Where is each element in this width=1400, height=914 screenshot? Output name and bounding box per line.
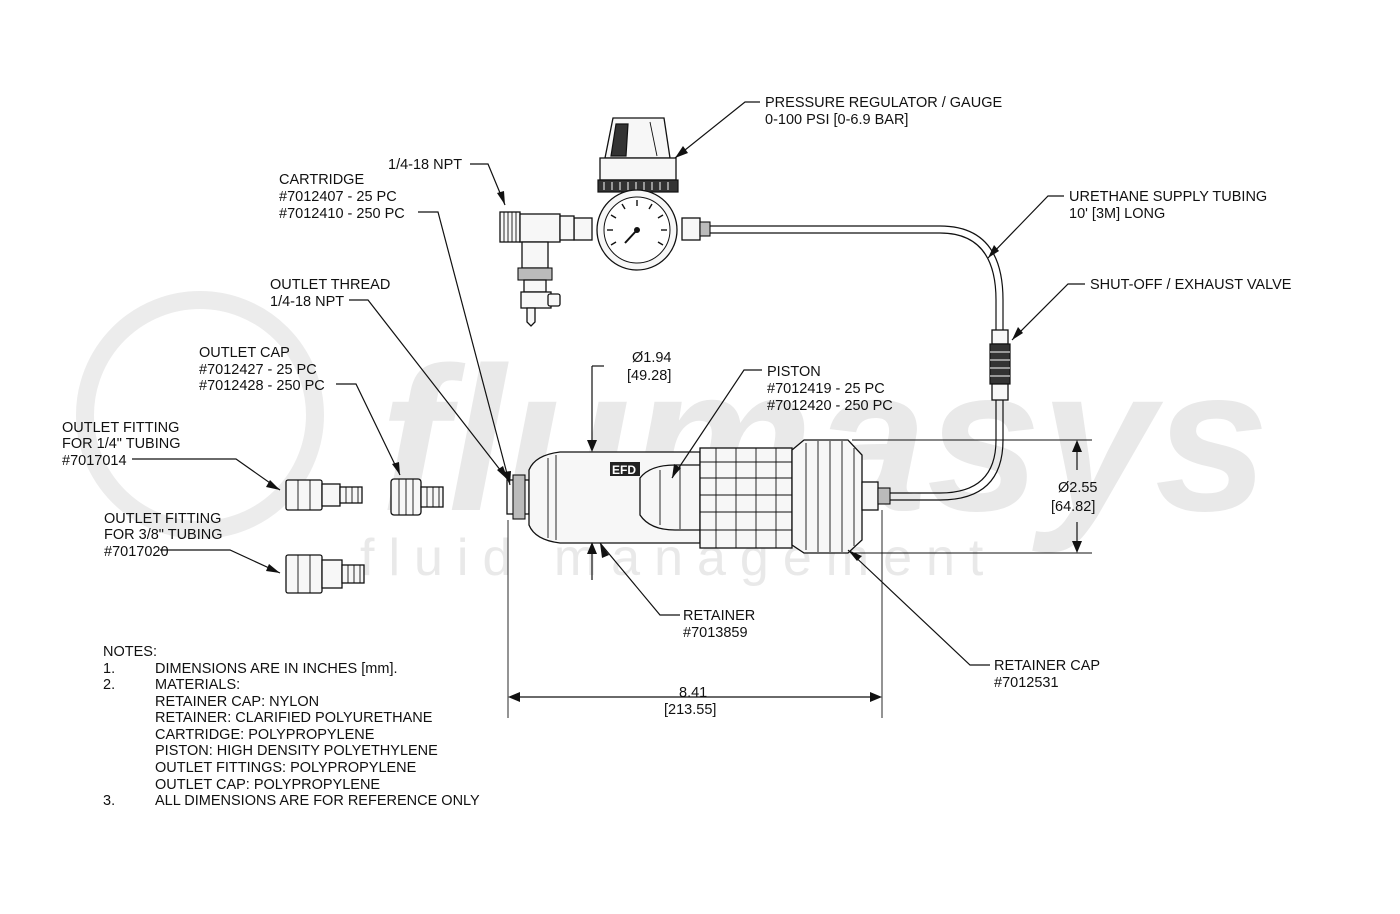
callout-fitting-quarter: OUTLET FITTING FOR 1/4" TUBING #7017014 (62, 420, 181, 469)
knob-grip-shade (610, 123, 629, 157)
note-text: MATERIALS: (155, 677, 240, 693)
npt-inlet-thread (499, 211, 521, 243)
callout-piston: PISTON #7012419 - 25 PC #7012420 - 250 P… (767, 364, 893, 414)
notes-title: NOTES: (103, 644, 157, 660)
tee-lever (520, 291, 552, 309)
urethane-supply-tubing (710, 225, 1004, 501)
label-retainer-part: #7013859 (683, 625, 748, 641)
leader-lines (132, 101, 1085, 666)
watermark: flumasys fluid management (76, 291, 1269, 587)
note-text: RETAINER CAP: NYLON (155, 694, 319, 710)
leader-arrowheads (266, 146, 1023, 573)
cartridge-ribbed-section (699, 447, 793, 549)
callout-retainer-cap: RETAINER CAP #7012531 (994, 658, 1100, 691)
label-fitting-38-part: #7017020 (104, 544, 169, 560)
label-regulator: PRESSURE REGULATOR / GAUGE (765, 95, 1002, 111)
callout-npt-inlet: 1/4-18 NPT (388, 157, 462, 173)
dim-large-diameter-inch: Ø2.55 (1058, 480, 1098, 496)
pressure-regulator-assembly (499, 117, 711, 327)
note-text: OUTLET FITTINGS: POLYPROPYLENE (155, 760, 417, 776)
note-num: 1. (103, 661, 115, 677)
regulator-inlet-port (573, 217, 593, 241)
outlet-fitting-three-eighths (285, 554, 365, 594)
shut-off-exhaust-valve (989, 329, 1011, 401)
label-fitting-quarter-part: #7017014 (62, 453, 127, 469)
label-retainer-cap-part: #7012531 (994, 675, 1059, 691)
callout-valve: SHUT-OFF / EXHAUST VALVE (1090, 277, 1292, 293)
dim-small-diameter-inch: Ø1.94 (632, 350, 672, 366)
callout-cartridge: CARTRIDGE #7012407 - 25 PC #7012410 - 25… (279, 172, 405, 222)
label-cartridge: CARTRIDGE (279, 172, 364, 188)
label-retainer: RETAINER (683, 608, 755, 624)
label-outlet-thread-size: 1/4-18 NPT (270, 294, 344, 310)
cap-air-inlet (861, 481, 879, 511)
label-piston-25pc: #7012419 - 25 PC (767, 381, 885, 397)
outlet-fitting-quarter (285, 479, 363, 511)
label-fitting-38-tubing: FOR 3/8" TUBING (104, 527, 223, 543)
label-npt-inlet: 1/4-18 NPT (388, 157, 462, 173)
cartridge-ribs (700, 448, 792, 548)
label-regulator-range: 0-100 PSI [0-6.9 BAR] (765, 112, 908, 128)
outlet-cap-part (390, 478, 444, 516)
note-text: ALL DIMENSIONS ARE FOR REFERENCE ONLY (155, 793, 480, 809)
label-outlet-thread: OUTLET THREAD (270, 277, 390, 293)
cap-knurling (805, 441, 855, 552)
label-valve: SHUT-OFF / EXHAUST VALVE (1090, 277, 1292, 293)
callout-fitting-three-eighths: OUTLET FITTING FOR 3/8" TUBING #7017020 (104, 511, 223, 560)
watermark-ring (76, 291, 324, 539)
label-fitting-quarter-tubing: FOR 1/4" TUBING (62, 436, 181, 452)
dim-length-inch: 8.41 (679, 685, 707, 701)
note-num: 2. (103, 677, 115, 693)
callout-tubing: URETHANE SUPPLY TUBING 10' [3M] LONG (1069, 189, 1267, 222)
label-tubing: URETHANE SUPPLY TUBING (1069, 189, 1267, 205)
label-outlet-cap-25pc: #7012427 - 25 PC (199, 362, 317, 378)
efd-logo-box (610, 462, 640, 476)
callout-retainer: RETAINER #7013859 (683, 608, 755, 641)
dim-small-diameter-mm: [49.28] (627, 368, 671, 384)
piston (639, 464, 701, 531)
callout-outlet-cap: OUTLET CAP #7012427 - 25 PC #7012428 - 2… (199, 345, 325, 394)
retainer-cap (791, 439, 863, 554)
label-cartridge-250pc: #7012410 - 250 PC (279, 206, 405, 222)
note-text: CARTRIDGE: POLYPROPYLENE (155, 727, 375, 743)
label-fitting-quarter: OUTLET FITTING (62, 420, 179, 436)
efd-logo: EFD (612, 463, 636, 477)
note-text: PISTON: HIGH DENSITY POLYETHYLENE (155, 743, 438, 759)
note-text: OUTLET CAP: POLYPROPYLENE (155, 777, 380, 793)
label-tubing-length: 10' [3M] LONG (1069, 206, 1165, 222)
note-num: 3. (103, 793, 115, 809)
dim-large-diameter-mm: [64.82] (1051, 499, 1095, 515)
regulator-bonnet (599, 157, 677, 181)
gauge-ticks (607, 200, 667, 246)
label-retainer-cap: RETAINER CAP (994, 658, 1100, 674)
label-outlet-cap-250pc: #7012428 - 250 PC (199, 378, 325, 394)
label-piston: PISTON (767, 364, 821, 380)
label-piston-250pc: #7012420 - 250 PC (767, 398, 893, 414)
cartridge-retainer-assembly: EFD (506, 439, 891, 554)
label-outlet-cap: OUTLET CAP (199, 345, 290, 361)
dimension-lines (507, 365, 1092, 718)
regulator-outlet-port (681, 217, 701, 241)
callout-pressure-regulator: PRESSURE REGULATOR / GAUGE 0-100 PSI [0-… (765, 95, 1002, 128)
note-text: RETAINER: CLARIFIED POLYURETHANE (155, 710, 433, 726)
note-text: DIMENSIONS ARE IN INCHES [mm]. (155, 661, 398, 677)
callout-outlet-thread: OUTLET THREAD 1/4-18 NPT (270, 277, 390, 310)
tee-fitting (519, 213, 561, 243)
notes-block: NOTES: 1. DIMENSIONS ARE IN INCHES [mm].… (103, 644, 480, 809)
dim-length-mm: [213.55] (664, 702, 716, 718)
label-fitting-38: OUTLET FITTING (104, 511, 221, 527)
label-cartridge-25pc: #7012407 - 25 PC (279, 189, 397, 205)
